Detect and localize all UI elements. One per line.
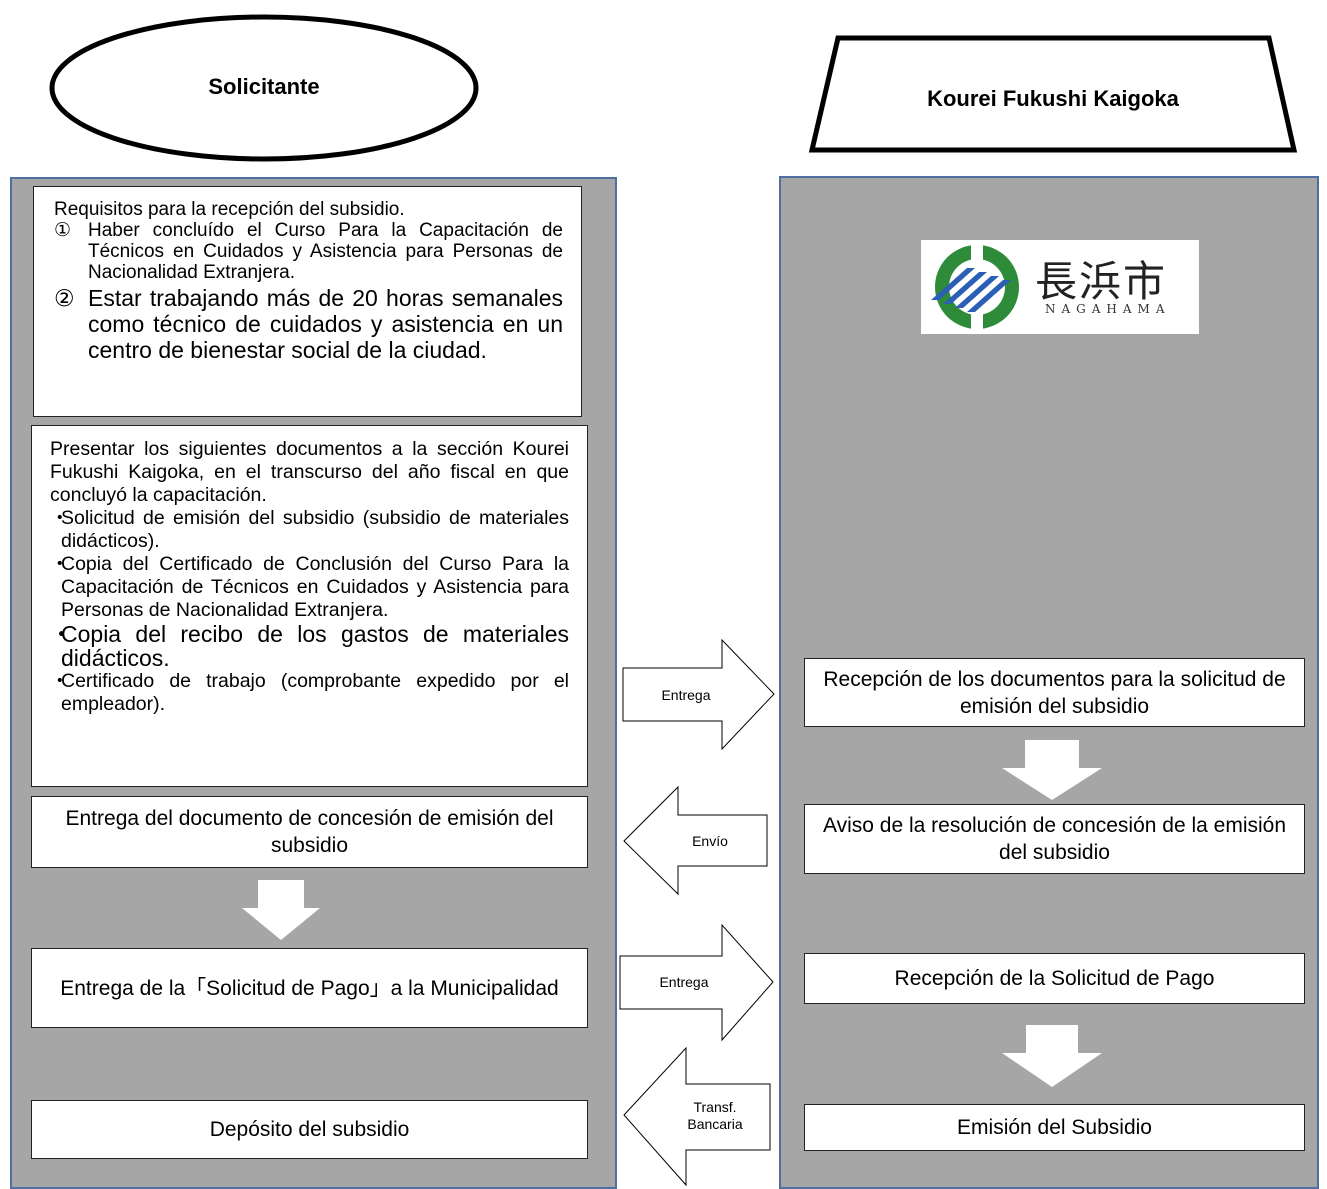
deposit-step-text: Depósito del subsidio bbox=[209, 1118, 410, 1141]
requirement-text-2: Estar trabajando más de 20 horas semanal… bbox=[88, 285, 563, 363]
reception-docs-step: Recepción de los documentos para la soli… bbox=[804, 658, 1305, 727]
requirement-number-1: ① bbox=[54, 220, 72, 241]
document-item-1: ・ Solicitud de emisión del subsidio (sub… bbox=[50, 507, 569, 553]
payment-request-step: Entrega de la「Solicitud de Pago」a la Mun… bbox=[31, 948, 588, 1028]
requirements-box: Requisitos para la recepción del subsidi… bbox=[33, 186, 582, 417]
down-arrow-icon bbox=[242, 880, 320, 940]
requirement-item-2: ② Estar trabajando más de 20 horas seman… bbox=[54, 285, 563, 363]
left-arrow-icon bbox=[623, 1046, 771, 1187]
document-item-4: ・ Certificado de trabajo (comprobante ex… bbox=[50, 670, 569, 716]
issuance-step: Emisión del Subsidio bbox=[804, 1104, 1305, 1151]
arrow-label-entrega-2: Entrega bbox=[659, 974, 709, 990]
document-text-2: Copia del Certificado de Conclusión del … bbox=[61, 553, 569, 621]
requirement-item-1: ① Haber concluído el Curso Para la Capac… bbox=[54, 220, 563, 283]
requirements-intro: Requisitos para la recepción del subsidi… bbox=[54, 199, 405, 220]
logo-latin: NAGAHAMA bbox=[1045, 302, 1171, 316]
arrow-label-transf-line1: Transf. bbox=[693, 1099, 737, 1115]
down-arrow-icon bbox=[1002, 740, 1102, 800]
right-arrow-icon bbox=[622, 638, 775, 751]
logo-kanji: 長浜市 bbox=[1035, 257, 1168, 306]
requirement-text-1: Haber concluído el Curso Para la Capacit… bbox=[88, 220, 563, 283]
documents-box: Presentar los siguientes documentos a la… bbox=[31, 425, 588, 787]
solicitante-title: Solicitante bbox=[208, 74, 320, 99]
payment-request-step-text: Entrega de la「Solicitud de Pago」a la Mun… bbox=[60, 976, 559, 1000]
arrow-label-envio: Envío bbox=[692, 833, 728, 849]
deposit-step: Depósito del subsidio bbox=[31, 1100, 588, 1159]
nagahama-logo: 長浜市 NAGAHAMA bbox=[921, 240, 1199, 334]
document-item-3: ・ Copia del recibo de los gastos de mate… bbox=[50, 622, 569, 670]
requirement-number-2: ② bbox=[54, 285, 75, 311]
left-arrow-icon bbox=[623, 785, 768, 896]
reception-payment-step: Recepción de la Solicitud de Pago bbox=[804, 953, 1305, 1004]
notice-step: Aviso de la resolución de concesión de l… bbox=[804, 804, 1305, 874]
issuance-step-text: Emisión del Subsidio bbox=[957, 1116, 1152, 1139]
kaigoka-trapezoid bbox=[808, 35, 1298, 153]
arrow-label-transf-line2: Bancaria bbox=[687, 1116, 743, 1132]
document-text-1: Solicitud de emisión del subsidio (subsi… bbox=[61, 507, 569, 552]
document-text-4: Certificado de trabajo (comprobante expe… bbox=[61, 670, 569, 715]
arrow-label-entrega-1: Entrega bbox=[661, 687, 711, 703]
concession-step-text: Entrega del documento de concesión de em… bbox=[65, 807, 554, 857]
reception-docs-step-text: Recepción de los documentos para la soli… bbox=[823, 667, 1286, 718]
header-shapes bbox=[49, 14, 1298, 162]
right-arrow-icon bbox=[619, 923, 774, 1042]
reception-payment-step-text: Recepción de la Solicitud de Pago bbox=[894, 967, 1215, 990]
kaigoka-title: Kourei Fukushi Kaigoka bbox=[927, 86, 1179, 111]
documents-intro: Presentar los siguientes documentos a la… bbox=[50, 438, 569, 506]
city-emblem-icon bbox=[931, 242, 1019, 332]
document-item-2: ・ Copia del Certificado de Conclusión de… bbox=[50, 553, 569, 622]
notice-step-text: Aviso de la resolución de concesión de l… bbox=[822, 814, 1287, 864]
arrow-label-transf: Transf. Bancaria bbox=[676, 1099, 754, 1133]
solicitante-ellipse bbox=[49, 14, 479, 162]
concession-step: Entrega del documento de concesión de em… bbox=[31, 796, 588, 868]
document-text-3: Copia del recibo de los gastos de materi… bbox=[61, 621, 569, 671]
down-arrow-icon bbox=[1002, 1025, 1102, 1087]
